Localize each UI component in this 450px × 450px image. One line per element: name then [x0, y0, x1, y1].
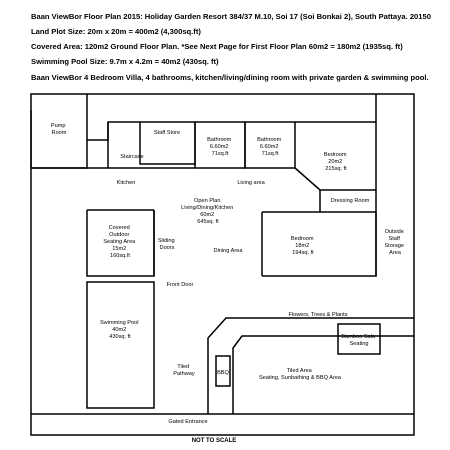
covered-seating-label: Covered Outdoor Seating Area 15m2 160sq.… — [103, 225, 137, 259]
dining-area-label: Dining Area — [214, 248, 244, 254]
kitchen-label: Kitchen — [117, 180, 136, 186]
pump-room-label: Pump Room — [51, 123, 67, 136]
bedroom1-label: Bedroom 20m2 215sq. ft — [324, 152, 348, 172]
staff-store-label: Staff Store — [154, 130, 180, 136]
bamboo-sala-label: Bamboo Sala Seating — [341, 334, 376, 347]
staff-store-wall — [139, 121, 196, 165]
bbq-box — [215, 355, 231, 387]
front-door-label: Front Door — [167, 282, 194, 288]
swimming-pool-outline — [86, 281, 155, 409]
bathroom2-wall — [244, 121, 296, 169]
bbq-label: BBQ — [217, 370, 229, 376]
pathway-edge-inner — [232, 335, 414, 414]
outside-storage-label: Outside Staff Storage Area — [384, 229, 405, 256]
bathroom2-label: Bathroom 6.60m2 71sq.ft — [257, 137, 283, 157]
bathroom1-label: Bathroom 6.60m2 71sq.ft — [207, 137, 233, 157]
staircase-label: Staircase — [120, 154, 143, 160]
open-plan-label: Open Plan Living/Dining/Kitchen 60m2 645… — [181, 198, 235, 225]
title-line: Baan ViewBor Floor Plan 2015: Holiday Ga… — [31, 12, 431, 21]
tiled-area-label: Tiled Area Seating, Sunbathing & BBQ Are… — [259, 368, 342, 381]
covered-area-line: Covered Area: 120m2 Ground Floor Plan. *… — [31, 42, 403, 51]
bedroom2-label: Bedroom 18m2 194sq. ft — [291, 236, 315, 256]
pathway-edge-outer — [207, 317, 414, 414]
pool-size-line: Swimming Pool Size: 9.7m x 4.2m = 40m2 (… — [31, 57, 219, 66]
sliding-doors-label: Sliding Doors — [158, 238, 176, 251]
swimming-pool-label: Swimming Pool 40m2 430sq. ft — [100, 320, 140, 340]
gated-entrance-label: Gated Entrance — [168, 419, 207, 425]
stair-wall — [87, 121, 140, 141]
land-plot-line: Land Plot Size: 20m x 20m = 400m2 (4,300… — [31, 27, 201, 36]
plot-boundary — [30, 93, 415, 436]
tiled-pathway-label: Tiled Pathway — [173, 364, 195, 377]
dressing-room-label: Dressing Room — [331, 198, 370, 204]
bamboo-sala-box — [337, 323, 381, 355]
bedroom2-south-wall — [262, 168, 377, 277]
not-to-scale-label: NOT TO SCALE — [192, 438, 237, 444]
flowers-label: Flowers, Trees & Plants — [288, 312, 347, 318]
living-area-label: Living area — [237, 180, 265, 186]
villa-description-line: Baan ViewBor 4 Bedroom Villa, 4 bathroom… — [31, 73, 429, 82]
